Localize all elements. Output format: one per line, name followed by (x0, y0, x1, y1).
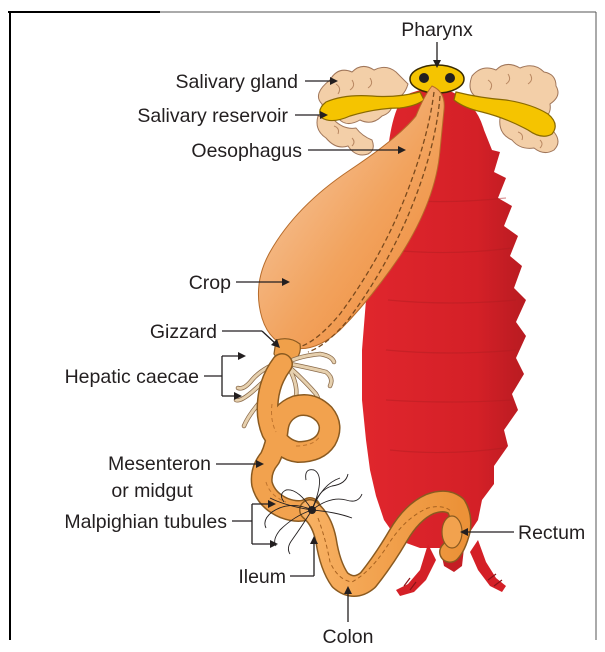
label-pharynx: Pharynx (401, 19, 473, 41)
label-midgut: or midgut (111, 480, 193, 502)
label-salivary-reservoir: Salivary reservoir (137, 105, 288, 127)
label-hepatic-caecae: Hepatic caecae (65, 366, 199, 388)
label-oesophagus: Oesophagus (191, 140, 302, 162)
label-salivary-gland: Salivary gland (176, 71, 298, 93)
rectum (442, 516, 462, 548)
label-colon: Colon (323, 626, 374, 648)
label-crop: Crop (189, 272, 231, 294)
label-malpighian-tubules: Malpighian tubules (64, 511, 227, 533)
label-mesenteron: Mesenteron (108, 453, 211, 475)
label-rectum: Rectum (518, 522, 585, 544)
right-cercus (470, 540, 506, 592)
label-gizzard: Gizzard (150, 321, 217, 343)
label-ileum: Ileum (238, 566, 286, 588)
left-cercus (396, 544, 436, 596)
